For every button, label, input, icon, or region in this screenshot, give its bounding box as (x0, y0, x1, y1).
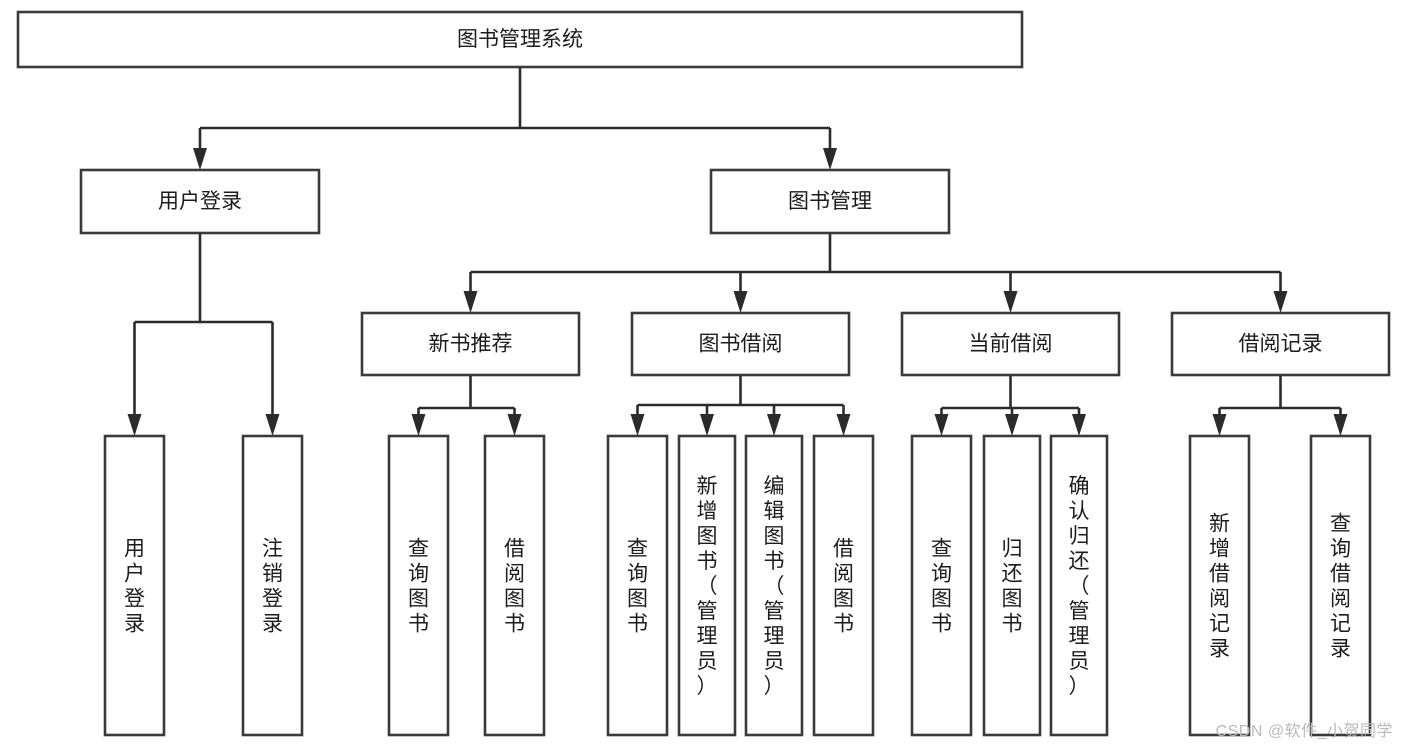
node-book-management (709, 168, 951, 235)
arrow-head-icon (463, 291, 478, 313)
arrow-head-icon (1212, 414, 1227, 436)
arrow-head-icon (733, 291, 748, 313)
arrow-head-icon (1273, 291, 1288, 313)
node-leaf-query-record (1309, 434, 1372, 737)
arrow-head-icon (1333, 414, 1348, 436)
node-leaf-add-book (677, 434, 737, 737)
arrow-head-icon (411, 414, 426, 436)
node-label-new-book-recommend: 新书推荐 (429, 333, 513, 356)
node-leaf-edit-book (744, 434, 804, 737)
node-user-login (79, 168, 321, 235)
node-label-root: 图书管理系统 (457, 28, 583, 51)
node-label-leaf-user-logout: 注销登录 (262, 538, 283, 636)
connector-layer (127, 67, 1348, 436)
node-current-borrow (900, 311, 1121, 377)
node-leaf-query-book-1 (387, 434, 450, 737)
node-leaf-confirm-return (1049, 434, 1109, 737)
node-label-leaf-add-book: 新增图书（管理员） (697, 475, 718, 698)
node-borrow-record (1170, 311, 1391, 377)
arrow-head-icon (127, 414, 142, 436)
node-leaf-add-record (1188, 434, 1251, 737)
arrow-head-icon (836, 414, 851, 436)
node-leaf-user-login (103, 434, 166, 737)
node-label-leaf-confirm-return: 确认归还（管理员） (1069, 475, 1090, 698)
node-label-leaf-borrow-book-1: 借阅图书 (504, 538, 525, 636)
arrow-head-icon (823, 148, 837, 170)
arrow-head-icon (1003, 291, 1018, 313)
node-label-leaf-query-book-1: 查询图书 (408, 538, 429, 636)
node-root (16, 10, 1024, 69)
arrow-head-icon (700, 414, 714, 436)
node-book-borrow (630, 311, 851, 377)
node-label-leaf-add-record: 新增借阅记录 (1209, 513, 1230, 661)
arrow-head-icon (630, 414, 645, 436)
node-label-leaf-return-book: 归还图书 (1002, 538, 1023, 636)
node-label-leaf-query-book-2: 查询图书 (627, 538, 648, 636)
node-leaf-return-book (982, 434, 1042, 737)
node-label-leaf-query-record: 查询借阅记录 (1330, 513, 1351, 661)
node-leaf-borrow-book-1 (483, 434, 546, 737)
arrow-head-icon (507, 414, 522, 436)
arrow-head-icon (265, 414, 280, 436)
node-leaf-query-book-3 (910, 434, 973, 737)
node-leaf-borrow-book-2 (812, 434, 875, 737)
node-leaf-user-logout (241, 434, 304, 737)
arrow-head-icon (767, 414, 781, 436)
node-label-borrow-record: 借阅记录 (1239, 333, 1323, 356)
node-label-book-borrow: 图书借阅 (699, 333, 783, 356)
node-label-leaf-edit-book: 编辑图书（管理员） (764, 475, 785, 698)
node-new-book-recommend (360, 311, 581, 377)
node-leaf-query-book-2 (606, 434, 669, 737)
node-label-leaf-query-book-3: 查询图书 (931, 538, 952, 636)
node-label-leaf-borrow-book-2: 借阅图书 (833, 538, 854, 636)
arrow-head-icon (1005, 414, 1019, 436)
node-label-leaf-user-login: 用户登录 (124, 538, 145, 636)
node-label-book-management: 图书管理 (788, 190, 872, 213)
node-layer: 图书管理系统用户登录图书管理新书推荐图书借阅当前借阅借阅记录用户登录注销登录查询… (16, 10, 1391, 737)
arrow-head-icon (193, 148, 207, 170)
arrow-head-icon (1072, 414, 1086, 436)
arrow-head-icon (934, 414, 949, 436)
node-label-user-login: 用户登录 (158, 190, 242, 213)
node-label-current-borrow: 当前借阅 (969, 333, 1053, 356)
